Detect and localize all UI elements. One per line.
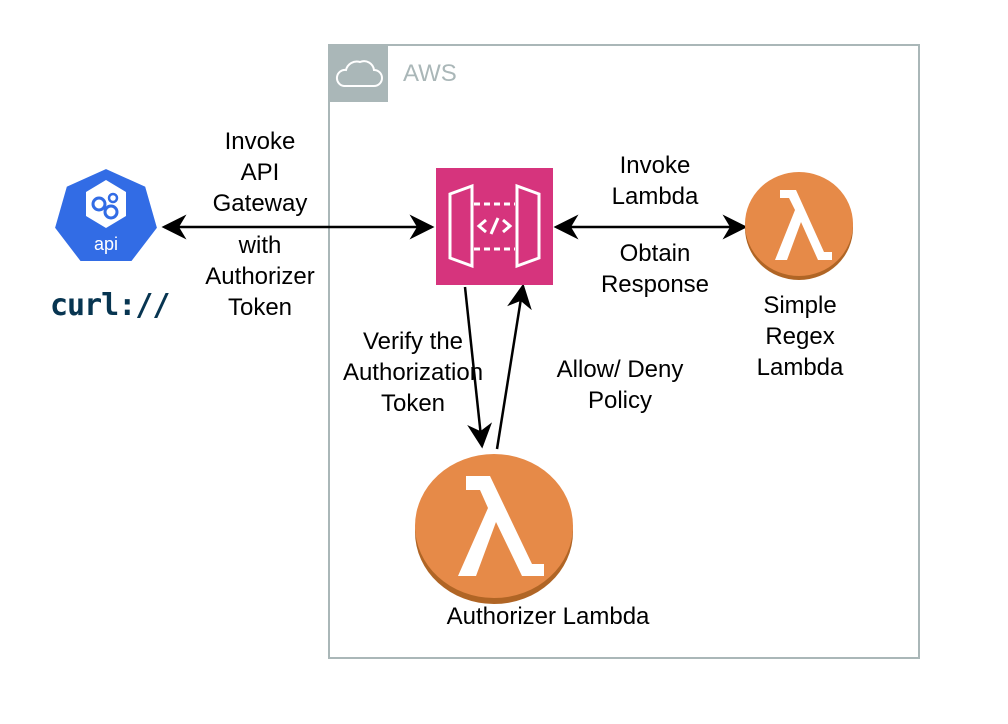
edge-label-with-authorizer-token: with Authorizer Token xyxy=(205,232,315,321)
aws-group-label: AWS xyxy=(403,60,457,87)
edge-label-verify-token: Verify the Authorization Token xyxy=(342,328,484,417)
edge-label-invoke-api-gateway: Invoke API Gateway xyxy=(212,128,308,217)
edge-gateway-to-authorizer xyxy=(463,286,493,449)
lambda-icon xyxy=(775,190,832,260)
api-gateway-icon[interactable] xyxy=(436,168,553,285)
edge-label-obtain-response: Obtain Response xyxy=(600,240,710,298)
simple-regex-lambda-node[interactable] xyxy=(744,168,854,282)
aws-group-box xyxy=(328,44,920,659)
edge-authorizer-to-gateway xyxy=(495,283,532,450)
authorizer-lambda-node[interactable] xyxy=(414,448,574,606)
simple-regex-lambda-label: Simple Regex Lambda xyxy=(756,292,844,381)
cloud-icon xyxy=(335,60,383,87)
edge-label-invoke-lambda: Invoke Lambda xyxy=(611,152,699,210)
edge-label-allow-deny-policy: Allow/ Deny Policy xyxy=(556,356,684,414)
aws-group-header xyxy=(330,46,388,102)
api-label: api xyxy=(93,234,119,254)
authorizer-lambda-label: Authorizer Lambda xyxy=(446,603,650,630)
api-client-node xyxy=(52,166,160,263)
curl-logo: curl:// xyxy=(50,288,170,323)
lambda-icon xyxy=(458,476,544,576)
